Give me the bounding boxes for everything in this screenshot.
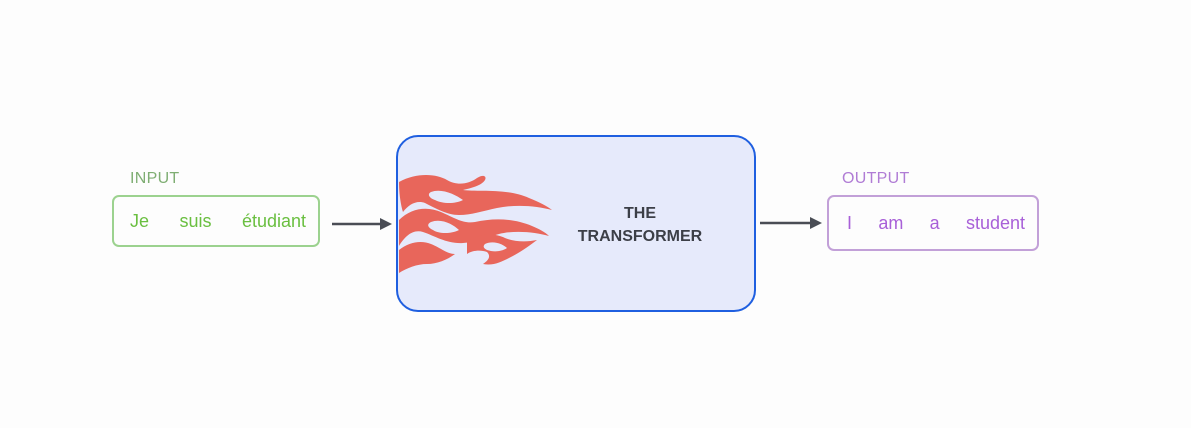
input-word: étudiant <box>241 210 306 231</box>
arrow-right-icon <box>332 218 392 230</box>
output-label: OUTPUT <box>842 170 910 187</box>
arrow-right-icon <box>760 217 822 229</box>
output-word: a <box>929 212 940 233</box>
input-word: suis <box>179 210 212 231</box>
transformer-title-line2: TRANSFORMER <box>577 228 703 245</box>
flame-decal-icon <box>399 175 552 273</box>
output-word: I <box>847 212 853 233</box>
transformer-title-line1: THE <box>624 205 656 222</box>
input-label: INPUT <box>130 170 180 187</box>
output-sentence-box: I am a student <box>827 195 1039 251</box>
transformer-title: THE TRANSFORMER <box>560 202 720 248</box>
input-word: Je <box>130 210 150 231</box>
output-word: student <box>965 212 1025 233</box>
output-word: am <box>878 212 904 233</box>
input-sentence-box: Je suis étudiant <box>112 195 320 247</box>
